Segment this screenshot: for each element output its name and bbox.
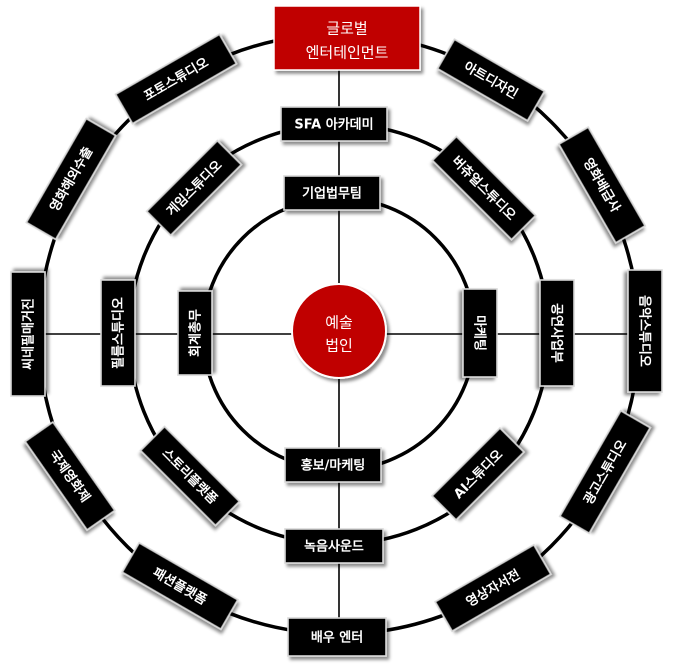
node-performance-division[interactable]: 공연사업부 [539,279,575,387]
node-accounting-admin[interactable]: 회계총무 [177,290,213,376]
node-performance-division-label: 공연사업부 [549,303,565,363]
node-pr-marketing[interactable]: 홍보/마케팅 [284,447,382,483]
node-corporate-legal[interactable]: 기업법무팀 [283,175,381,211]
top-banner-line1: 글로벌 [326,20,367,38]
node-game-studio[interactable]: 게임스튜디오 [145,139,243,237]
node-film-distribution[interactable]: 영화배급사 [557,126,647,244]
top-banner-line2: 엔터테인먼트 [306,44,389,62]
node-intl-film-festival[interactable]: 국제영화제 [23,420,117,532]
node-pr-marketing-label: 홍보/마케팅 [301,458,366,474]
node-cinephile-magazine-label: 씨네필매거진 [21,298,37,370]
node-photo-studio[interactable]: 포토스튜디오 [114,33,238,125]
node-virtual-studio[interactable]: 버츄얼스튜디오 [431,135,537,241]
node-ad-studio[interactable]: 광고스튜디오 [558,409,652,535]
top-banner-global-entertainment[interactable]: 글로벌 엔터테인먼트 [273,5,421,71]
node-music-studio-label: 음악스튜디오 [637,295,653,367]
node-art-design[interactable]: 아트디자인 [436,38,546,122]
node-marketing-label: 마케팅 [472,315,488,351]
node-video-autobiography[interactable]: 영상자서전 [434,543,552,633]
node-film-studio[interactable]: 필름스튜디오 [100,279,136,387]
node-sfa-academy[interactable]: SFA 아카데미 [280,106,388,142]
node-ai-studio[interactable]: AI스튜디오 [430,426,526,522]
node-corporate-legal-label: 기업법무팀 [302,186,362,202]
node-accounting-admin-label: 회계총무 [188,309,204,357]
node-actor-entertainment-label: 배우 엔터 [311,630,363,646]
node-recording-sound[interactable]: 녹음사운드 [284,528,384,564]
center-label-line2: 법인 [325,337,353,355]
center-label-line1: 예술 [325,314,353,332]
node-fashion-platform[interactable]: 패션플랫폼 [121,541,239,631]
node-sfa-academy-label: SFA 아카데미 [294,117,373,133]
node-marketing[interactable]: 마케팅 [462,288,498,378]
node-story-platform[interactable]: 스토리플랫폼 [139,425,241,527]
node-film-export[interactable]: 영화해외수출 [25,117,117,241]
node-recording-sound-label: 녹음사운드 [304,539,364,555]
node-music-studio[interactable]: 음악스튜디오 [627,269,663,393]
node-film-studio-label: 필름스튜디오 [111,297,127,369]
node-cinephile-magazine[interactable]: 씨네필매거진 [10,271,46,397]
node-actor-entertainment[interactable]: 배우 엔터 [287,617,387,657]
center-node[interactable]: 예술 법인 [291,283,387,379]
